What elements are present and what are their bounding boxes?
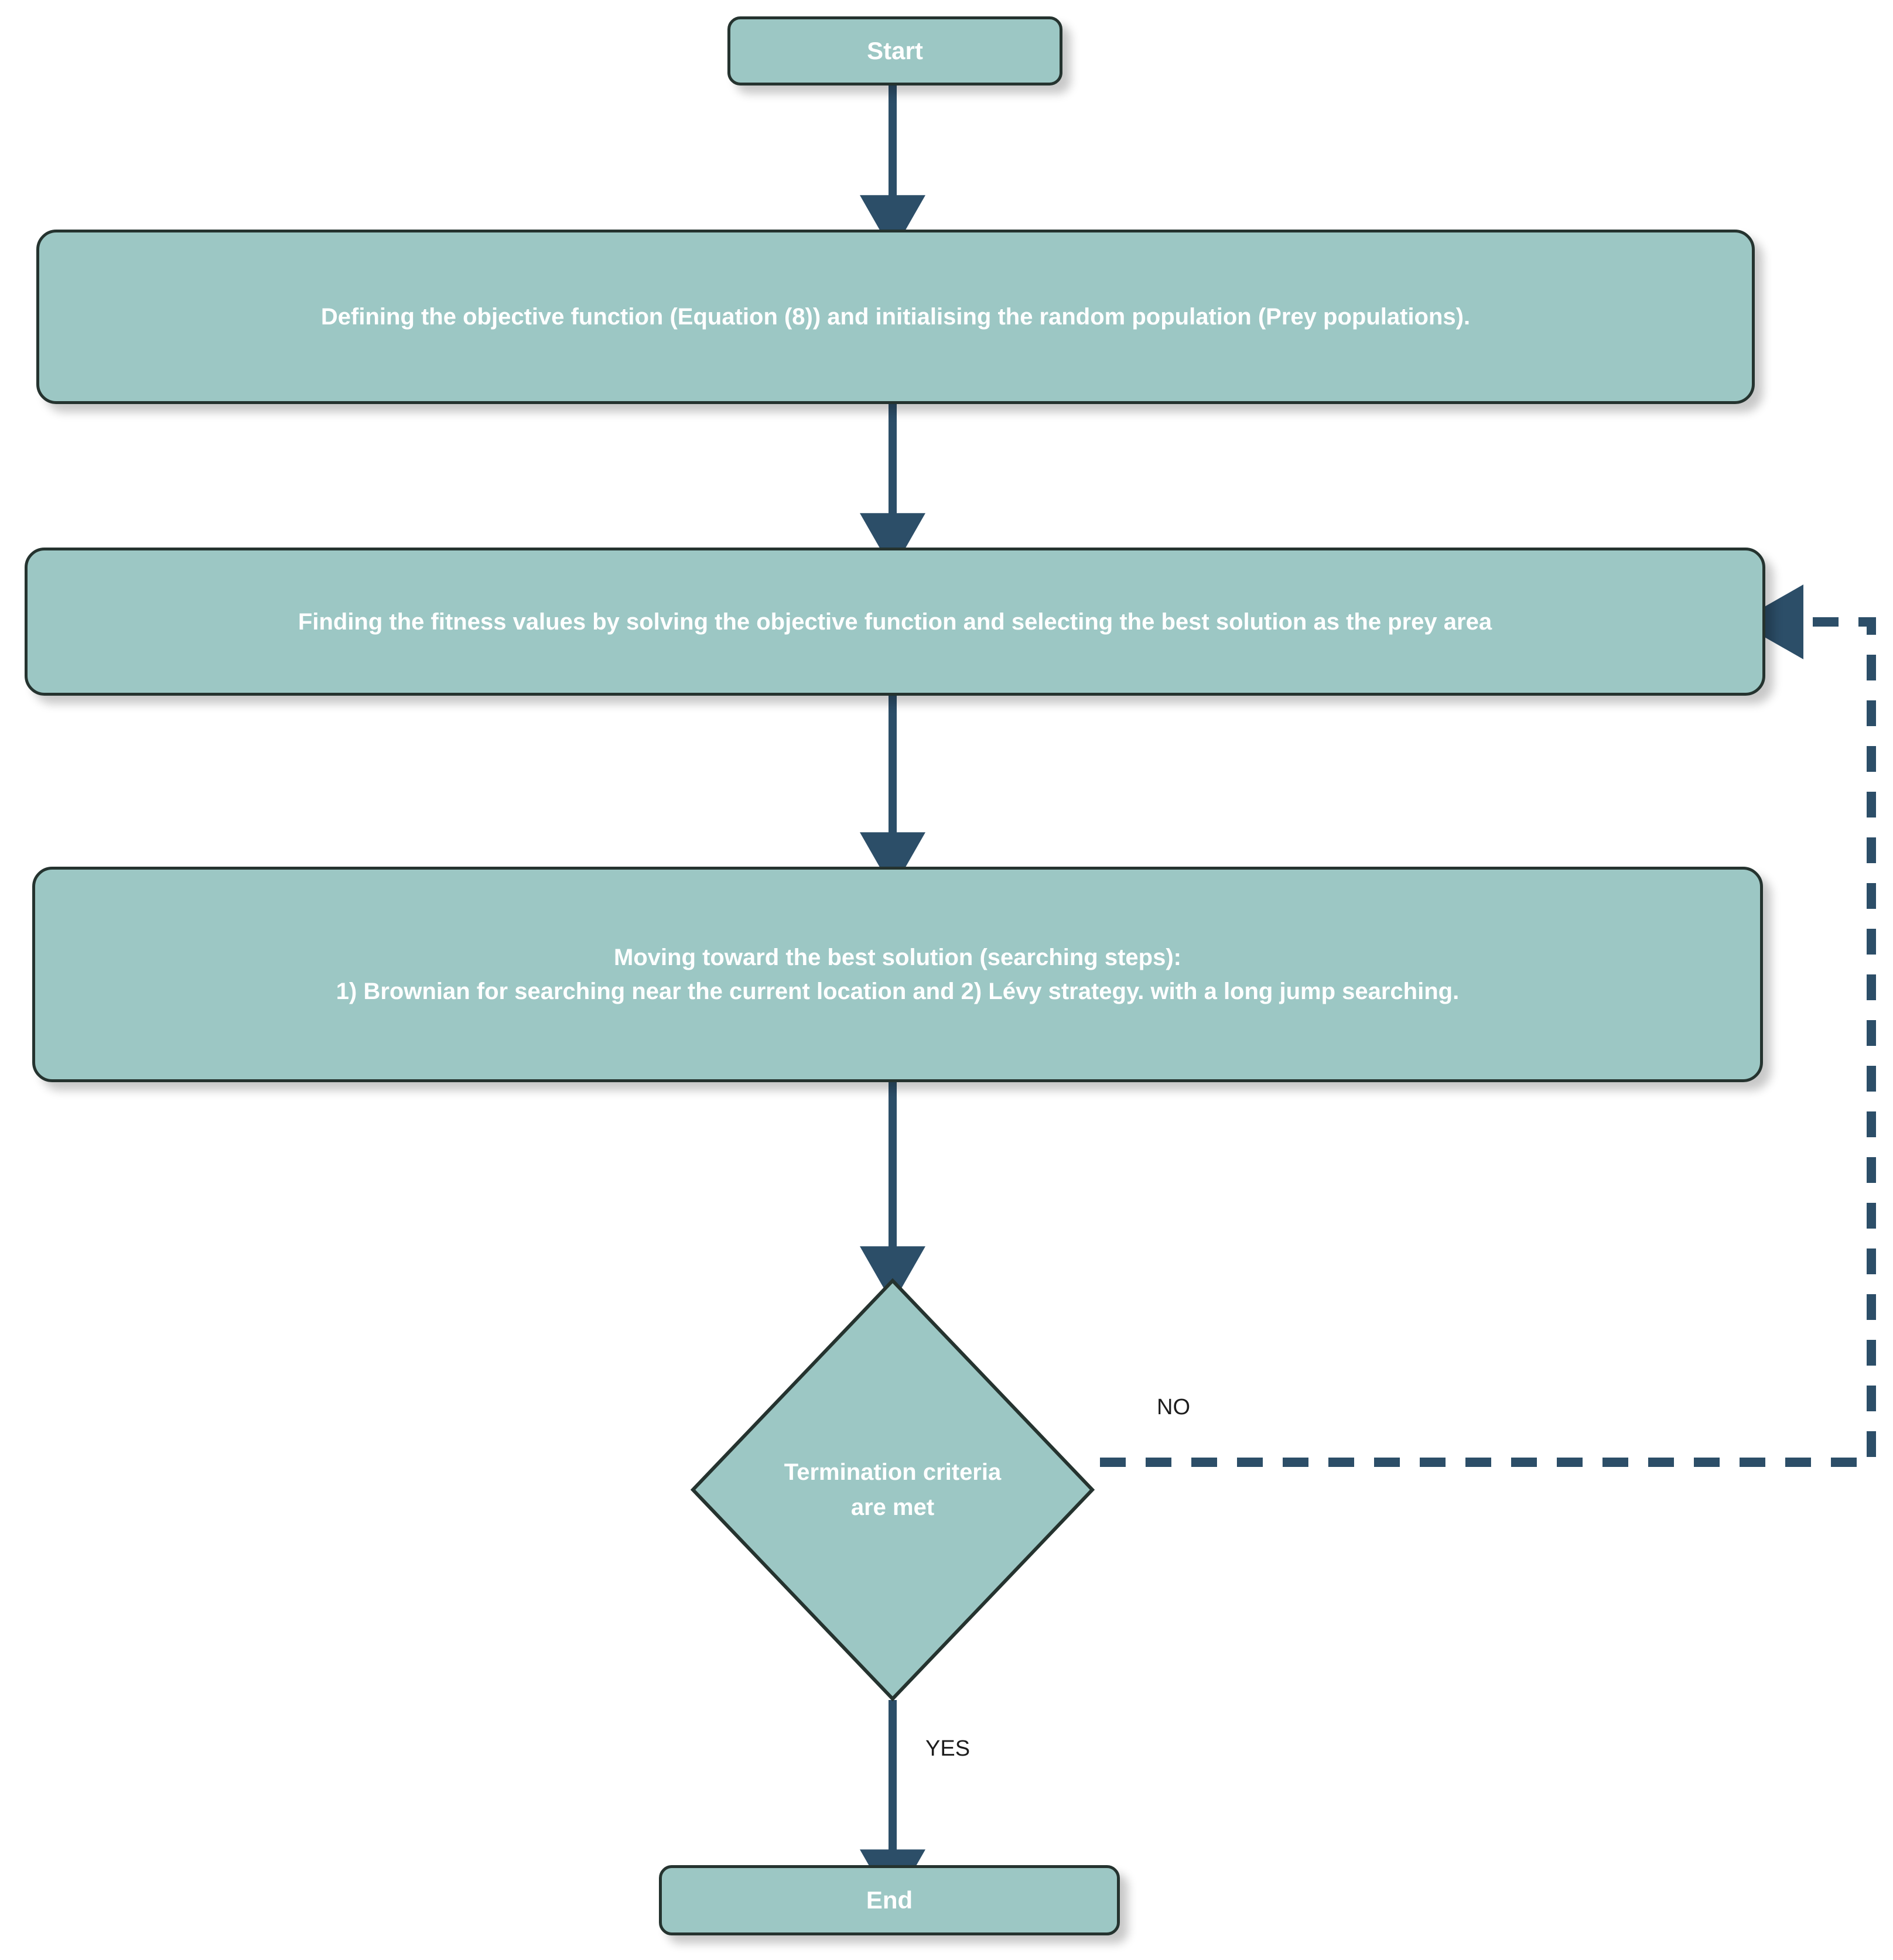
node-define-objective[interactable]: Defining the objective function (Equatio… [36,230,1755,404]
node-find-fitness-label: Finding the fitness values by solving th… [298,608,1492,635]
node-moving-best-solution[interactable]: Moving toward the best solution (searchi… [32,867,1763,1082]
decision-diamond-shape [690,1278,1095,1702]
node-start-label: Start [867,36,923,64]
node-end[interactable]: End [659,1865,1120,1935]
node-end-label: End [866,1886,913,1914]
node-termination-criteria[interactable]: Termination criteria are met [690,1278,1095,1702]
edge-label-yes: YES [925,1736,971,1761]
node-define-objective-label: Defining the objective function (Equatio… [320,304,1471,330]
node-moving-line-2: 1) Brownian for searching near the curre… [336,979,1460,1004]
node-start[interactable]: Start [727,16,1062,85]
node-moving-line-1: Moving toward the best solution (searchi… [614,945,1181,970]
node-find-fitness[interactable]: Finding the fitness values by solving th… [25,548,1765,696]
edge-label-no: NO [1157,1395,1190,1419]
